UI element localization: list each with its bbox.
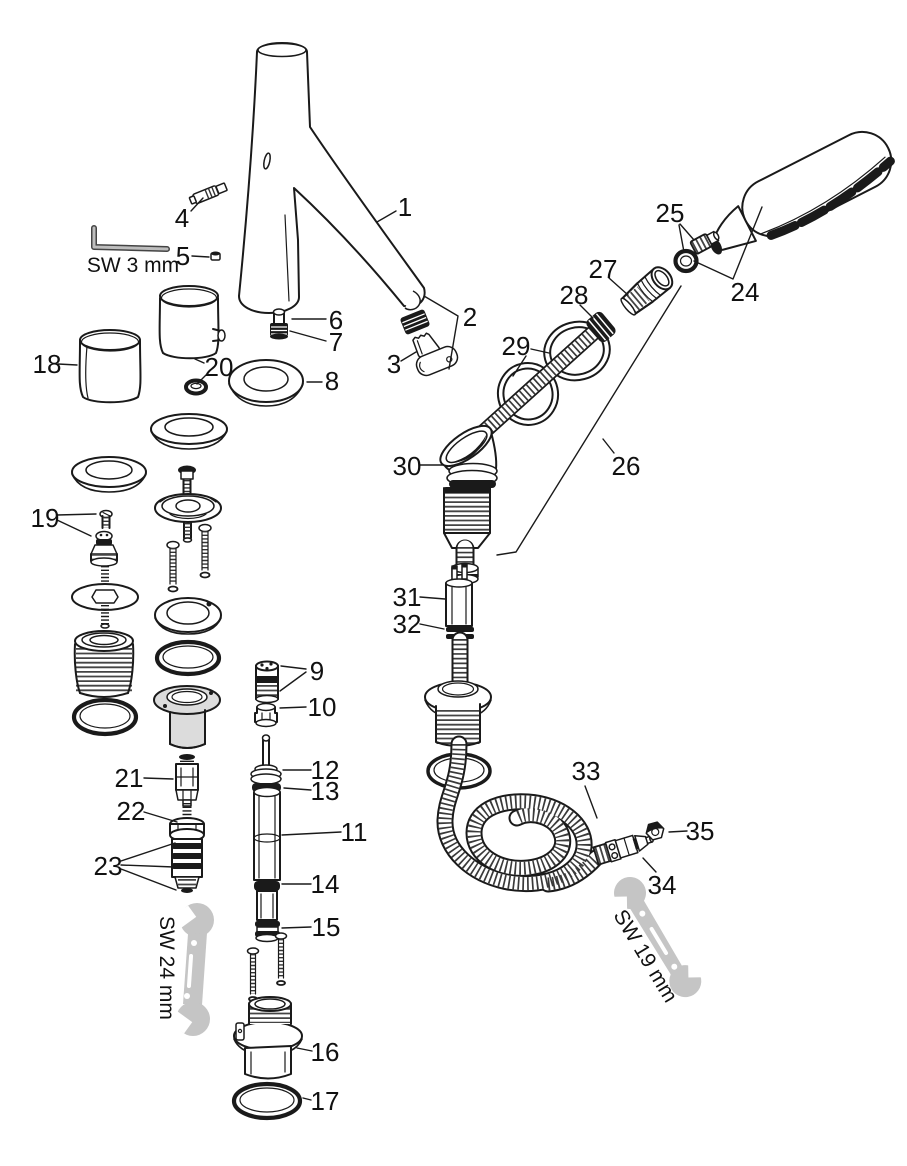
- part-sleeve-31: [445, 563, 473, 627]
- leader-lines: [56, 197, 763, 1101]
- part-label-17: 17: [311, 1086, 340, 1116]
- tool-wrench-sw24: [159, 903, 214, 1036]
- part-cartridge-21: [175, 754, 199, 807]
- part-cartridge-stem: [261, 734, 271, 767]
- part-aerator-insert: [400, 309, 430, 335]
- part-label-31: 31: [393, 582, 422, 612]
- part-label-21: 21: [115, 763, 144, 793]
- part-label-18: 18: [33, 349, 62, 379]
- part-screw-19: [99, 509, 113, 529]
- part-aerator-key: [415, 345, 459, 377]
- part-long-screw-right: [198, 523, 212, 579]
- part-check-valve-25: [689, 230, 720, 255]
- part-label-16: 16: [311, 1037, 340, 1067]
- part-escutcheon-8: [228, 359, 304, 407]
- part-label-27: 27: [589, 254, 618, 284]
- part-screw-left-16: [246, 947, 260, 1002]
- part-check-valve-9: [255, 660, 279, 704]
- part-nipple-27: [620, 266, 674, 316]
- part-number-labels: 1 2 3 4 5 6 7 8 9 10 11 12 13 14 15 16 1…: [31, 192, 760, 1116]
- part-label-5: 5: [176, 241, 190, 271]
- part-seal-ring-20: [184, 378, 208, 396]
- part-label-22: 22: [117, 796, 146, 826]
- part-oring-middle: [154, 639, 222, 677]
- part-label-25: 25: [656, 198, 685, 228]
- part-label-33: 33: [572, 756, 601, 786]
- part-shower-hose-33: [436, 735, 605, 893]
- part-oring-17: [231, 1081, 303, 1121]
- part-label-19: 19: [31, 503, 60, 533]
- part-shaded-flange: [153, 685, 221, 749]
- part-label-10: 10: [308, 692, 337, 722]
- part-tailpiece-16: [233, 996, 303, 1080]
- part-label-4: 4: [175, 203, 189, 233]
- tool-label-sw24: SW 24 mm: [155, 916, 178, 1020]
- part-nut-28: [586, 311, 616, 343]
- part-flange-screw: [178, 465, 196, 494]
- part-end-cap-15: [255, 921, 280, 943]
- part-grub-pin: [188, 182, 228, 205]
- part-spout: [238, 42, 426, 314]
- part-hand-shower: [710, 130, 895, 255]
- part-screw-6: [272, 308, 286, 324]
- part-ring-plate: [154, 597, 222, 635]
- part-threaded-sleeve: [73, 630, 135, 698]
- part-handle-knob-right: [158, 285, 226, 360]
- part-nut-10: [254, 702, 278, 728]
- part-cartridge-body-11: [253, 786, 281, 881]
- part-collar-12: [250, 764, 282, 785]
- part-label-23: 23: [94, 851, 123, 881]
- part-label-35: 35: [686, 816, 715, 846]
- part-valve-19: [90, 530, 118, 567]
- part-screw-right-16: [274, 932, 288, 986]
- part-label-30: 30: [393, 451, 422, 481]
- part-thermo-cartridge: [169, 803, 205, 893]
- part-label-13: 13: [311, 776, 340, 806]
- part-label-15: 15: [312, 912, 341, 942]
- part-label-6: 6: [329, 305, 343, 335]
- part-escutcheon-middle: [150, 413, 228, 450]
- part-label-3: 3: [387, 349, 401, 379]
- part-seal-7: [270, 323, 288, 340]
- part-oring-25: [673, 248, 699, 274]
- part-label-20: 20: [205, 352, 234, 382]
- part-label-1: 1: [398, 192, 412, 222]
- part-label-24: 24: [731, 277, 760, 307]
- tool-label-sw3: SW 3 mm: [87, 254, 179, 277]
- part-label-7: 7: [329, 327, 343, 357]
- part-mounting-flange: [154, 493, 222, 543]
- part-label-28: 28: [560, 280, 589, 310]
- part-label-2: 2: [463, 302, 477, 332]
- part-label-8: 8: [325, 366, 339, 396]
- part-threaded-hose-upper: [470, 326, 600, 445]
- part-oring-29a: [543, 320, 611, 382]
- part-set-screw: [210, 251, 221, 261]
- part-long-screw-left: [166, 540, 180, 593]
- part-spindle-19: [71, 566, 139, 629]
- part-label-34: 34: [648, 870, 677, 900]
- part-handle-knob-left: [78, 329, 142, 404]
- part-nut-35: [645, 821, 665, 841]
- part-escutcheon-left: [71, 456, 147, 493]
- part-label-14: 14: [311, 869, 340, 899]
- part-label-26: 26: [612, 451, 641, 481]
- part-label-9: 9: [310, 656, 324, 686]
- part-label-32: 32: [393, 609, 422, 639]
- tool-hex-key-sw3: [91, 225, 170, 252]
- part-pullout-holder-30: [439, 424, 498, 585]
- part-hose-fitting-34: [592, 834, 654, 866]
- part-label-29: 29: [502, 331, 531, 361]
- part-label-12: 12: [311, 755, 340, 785]
- part-label-11: 11: [341, 817, 368, 847]
- part-oring-19col: [71, 697, 139, 737]
- part-seal-14: [254, 881, 280, 921]
